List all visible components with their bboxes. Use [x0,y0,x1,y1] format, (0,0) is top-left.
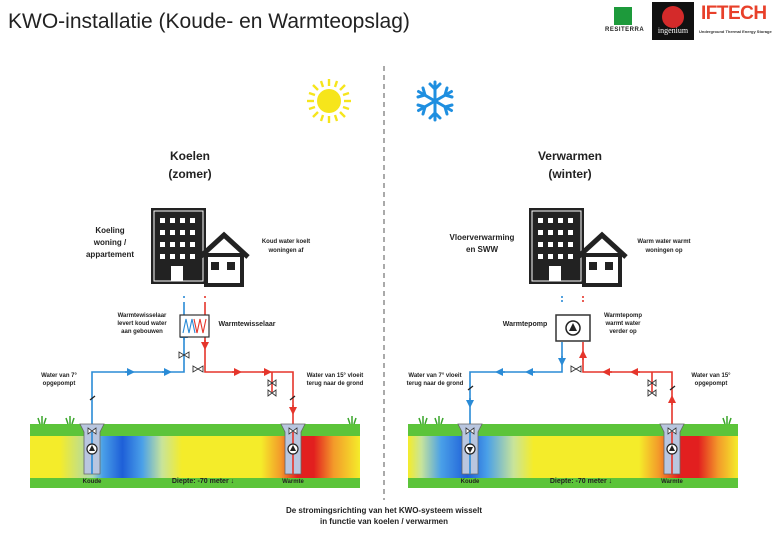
cooling-warm-well-label: Warmte [282,479,304,485]
cooling-effect-line1: Koud water koelt [261,239,311,245]
heating-out-note-line2: opgepompt [694,381,728,387]
cooling-use-line2: woning / [93,238,127,247]
exchanger-note-line1: Warmtewisselaar [117,313,167,319]
footer-line1: De stromingsrichting van het KWO-systeem… [285,506,483,515]
pump-label: Warmtepomp [502,321,548,328]
footer-line2: in functie van koelen / verwarmen [319,517,449,526]
sun-icon [307,79,351,123]
well-cold-left [79,423,105,475]
exchanger-label: Warmtewisselaar [218,321,276,328]
heating-in-note-line1: Water van 7° vloeit [408,373,462,379]
pump-note-line2: warmt water [605,321,641,327]
resiterra-logo-mark-icon [614,7,632,25]
cooling-use-line3: appartement [85,250,134,259]
heating-heading-line2: (winter) [548,167,592,181]
heating-depth-label: Diepte: -70 meter ↓ [549,478,613,485]
exchanger-note-line2: levert koud water [117,321,167,327]
ingenium-logo-mark-icon [662,6,684,28]
page-title: KWO-installatie (Koude- en Warmteopslag) [8,10,410,33]
heat-pump-icon [555,314,591,342]
cooling-out-note-line2: terug naar de grond [306,381,364,387]
heating-warm-well-label: Warmte [661,479,683,485]
pump-note-line3: verder op [609,329,637,335]
heating-effect-line2: woningen op [645,248,683,254]
heating-use-line2: en SWW [466,245,498,254]
pump-note-line1: Warmtepomp [603,313,643,319]
well-warm-right [659,423,685,475]
cooling-use-line1: Koeling [95,226,125,235]
snowflake-icon [416,80,454,122]
ingenium-logo: ingenium [652,2,694,40]
house-icon [576,231,628,287]
valve-icon [178,351,657,397]
cooling-heading-line2: (zomer) [168,167,212,181]
cooling-in-note-line1: Water van 7° [41,373,77,379]
heating-in-note-line2: terug naar de grond [406,381,464,387]
house-icon [198,231,250,287]
cooling-effect-line2: woningen af [268,248,304,254]
iftech-tagline: Underground Thermal Energy Storage [699,29,772,34]
cooling-out-note-line1: Water van 15° vloeit [306,373,364,379]
heating-out-note-line1: Water van 15° [691,373,731,379]
building-icon [529,208,584,284]
cooling-heading-line1: Koelen [169,149,210,163]
grass-icon [37,416,732,425]
heating-cold-well-label: Koude [460,479,480,485]
heating-use-line1: Vloerverwarming [449,233,515,242]
building-icon [151,208,206,284]
iftech-logo: IFTECH [701,3,767,24]
pipes-right [466,296,676,430]
cooling-in-note-line2: opgepompt [42,381,76,387]
heat-exchanger-icon [179,314,210,338]
well-warm-left [280,423,306,475]
heating-heading-line1: Verwarmen [537,149,603,163]
ingenium-logo-text: ingenium [657,26,689,35]
resiterra-logo-text: RESITERRA [605,27,645,33]
well-cold-right [457,423,483,475]
exchanger-note-line3: aan gebouwen [121,329,163,335]
cooling-cold-well-label: Koude [82,479,102,485]
cooling-depth-label: Diepte: -70 meter ↓ [171,478,235,485]
heating-effect-line1: Warm water warmt [637,239,691,245]
